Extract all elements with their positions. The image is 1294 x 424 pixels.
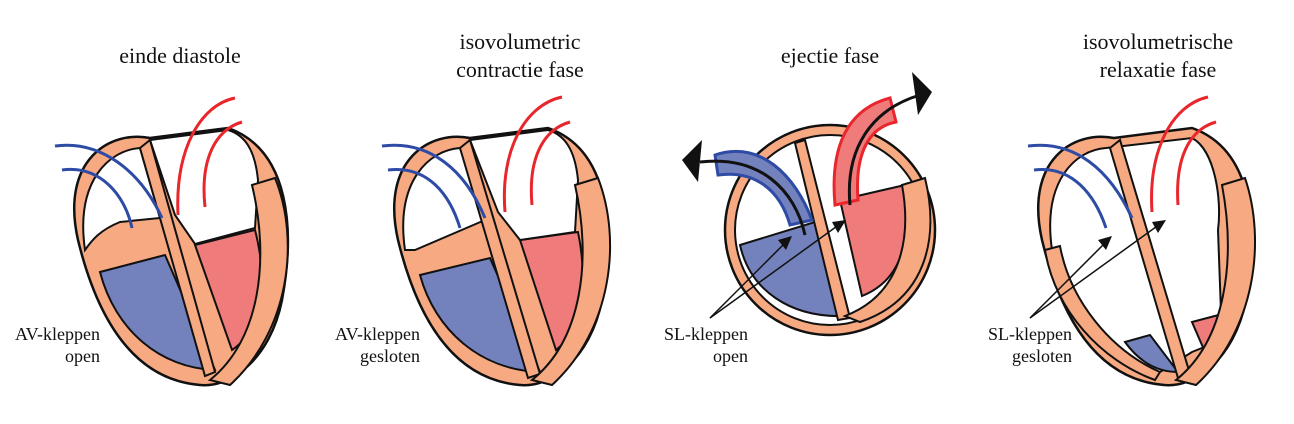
right-wall <box>842 176 932 324</box>
title-line: isovolumetric <box>459 29 581 54</box>
label-line: AV-kleppen <box>15 324 100 344</box>
flow-arrow-pulmonary-head <box>682 140 702 182</box>
vena-cava-upper <box>54 143 164 219</box>
panel-isovolumetric-relaxation: isovolumetrische relaxatie fase SL-klepp… <box>960 0 1280 424</box>
label-line: open <box>713 346 748 366</box>
pointer-arrowhead-2 <box>1152 220 1166 233</box>
pointer-arrowhead-2 <box>832 220 846 233</box>
vena-cava-upper <box>1027 143 1134 219</box>
panel-title: isovolumetric contractie fase <box>390 28 650 84</box>
pointer-line-1 <box>709 239 789 319</box>
aorta-inner <box>529 120 571 206</box>
panel-isovolumetric-contraction: isovolumetric contractie fase AV-kleppen… <box>320 0 640 424</box>
septum <box>138 138 217 378</box>
label-line: gesloten <box>360 346 420 366</box>
right-wall <box>529 176 612 387</box>
pointer-arrowhead-1 <box>1098 236 1112 250</box>
pointer-line-1 <box>1029 239 1109 319</box>
aorta-outer <box>1150 95 1209 213</box>
label-line: open <box>65 346 100 366</box>
valve-label: AV-kleppen open <box>0 323 100 367</box>
panel-title: ejectie fase <box>700 42 960 70</box>
heart-diagram-isovolumetric-contraction <box>381 95 612 387</box>
pulmonary-artery-blood <box>713 149 815 227</box>
panel-title: einde diastole <box>50 42 310 70</box>
label-line: gesloten <box>1012 346 1072 366</box>
right-wall <box>1173 176 1257 387</box>
aorta-inner <box>202 120 243 208</box>
pointer-line-2 <box>1029 223 1161 319</box>
valve-label: SL-kleppen gesloten <box>952 323 1072 367</box>
right-wall <box>207 176 289 387</box>
label-line: AV-kleppen <box>335 324 420 344</box>
vena-cava-lower <box>61 167 134 229</box>
aorta-inner <box>1176 120 1217 206</box>
vena-cava-lower <box>1033 167 1108 229</box>
pointer-arrowhead-1 <box>778 236 792 250</box>
flow-arrow-pulmonary <box>699 159 807 236</box>
panel-title: isovolumetrische relaxatie fase <box>1028 28 1288 84</box>
title-line: einde diastole <box>119 43 241 68</box>
vena-cava-upper <box>381 143 487 219</box>
panel-end-diastole: einde diastole AV-kleppen open <box>0 0 320 424</box>
pointer-line-2 <box>709 223 841 319</box>
title-line: contractie fase <box>456 57 584 82</box>
heart-diagram-ejection <box>682 72 937 337</box>
heart-inner-space <box>1049 136 1224 374</box>
panel-ejection: ejectie fase SL-kleppen open <box>640 0 960 424</box>
heart-diagram-isovolumetric-relaxation <box>1027 95 1257 387</box>
label-line: SL-kleppen <box>988 324 1072 344</box>
flow-arrow-aorta <box>847 93 921 206</box>
aorta-outer <box>176 96 236 216</box>
valve-label: SL-kleppen open <box>628 323 748 367</box>
heart-diagram-end-diastole <box>54 96 290 387</box>
title-line: relaxatie fase <box>1099 57 1217 82</box>
title-line: isovolumetrische <box>1082 29 1234 54</box>
flow-arrow-aorta-head <box>912 72 932 115</box>
label-line: SL-kleppen <box>664 324 748 344</box>
aorta-outer <box>502 95 563 213</box>
valve-label: AV-kleppen gesloten <box>300 323 420 367</box>
vena-cava-lower <box>387 167 462 229</box>
title-line: ejectie fase <box>780 43 880 68</box>
